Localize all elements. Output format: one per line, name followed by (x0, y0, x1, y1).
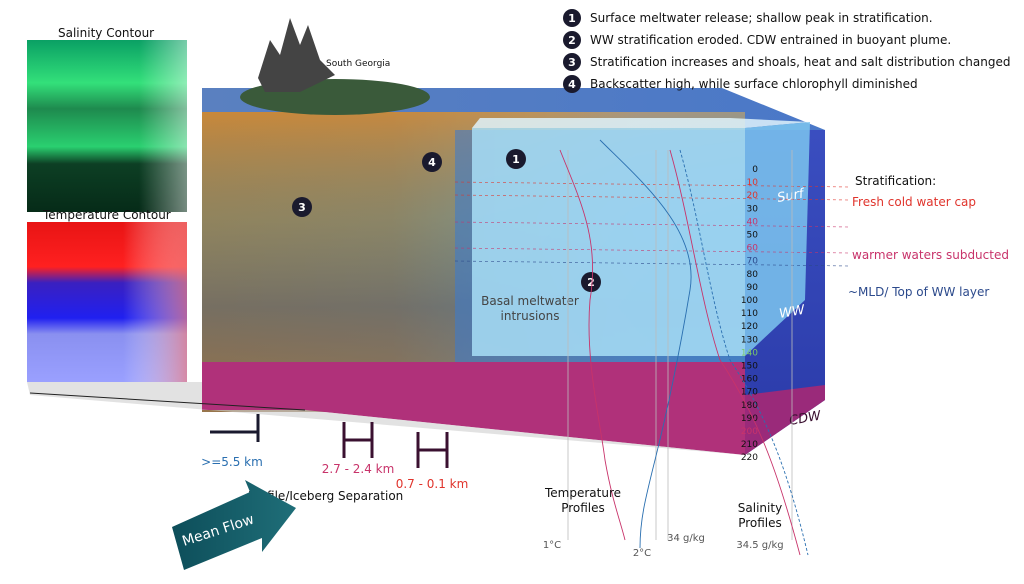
layer-label: Surf (776, 186, 807, 206)
depth-scale: 0 10 20 30 40 50 60 70 80 90 100 110 120 130 140 150 160… (454, 165, 851, 463)
depth-tick-label: 80 (747, 270, 759, 280)
salinity-contour-fade (27, 40, 187, 212)
depth-tick-label: 210 (741, 440, 758, 450)
separation-label: 0.7 - 0.1 km (396, 477, 469, 491)
process-marker-badge (422, 152, 442, 172)
legend-text: Backscatter high, while surface chloroph… (590, 77, 918, 91)
legend-number: 3 (568, 56, 576, 69)
depth-tick-label: 40 (747, 217, 759, 227)
depth-tick-label: 30 (747, 204, 759, 214)
separation-label: 2.7 - 2.4 km (322, 462, 395, 476)
profile-lines (559, 139, 809, 556)
box-base-shadow (27, 382, 745, 455)
process-marker-badge (506, 149, 526, 169)
depth-tick-label: 90 (747, 283, 759, 293)
depth-tick-label: 200 (741, 427, 758, 437)
salinity-profiles-line: Salinity (738, 501, 782, 515)
layer-label: WW (778, 303, 807, 322)
separation-bars: >=5.5 km 2.7 - 2.4 km0.7 - 0.1 km (201, 414, 468, 491)
salinity-profiles-line: Profiles (738, 516, 782, 530)
depth-tick-label: 140 (741, 348, 758, 358)
legend-number: 4 (568, 78, 576, 91)
temperature-profiles-line: Temperature (544, 486, 621, 500)
depth-tick-label: 10 (747, 178, 759, 188)
depth-tick-label: 170 (741, 388, 758, 398)
legend-text: Stratification increases and shoals, hea… (590, 55, 1010, 69)
temperature-profile-curve (559, 149, 626, 541)
mean-flow-arrow (172, 480, 296, 570)
salinity-contour-title: Salinity Contour (58, 26, 154, 40)
process-marker-badge (292, 197, 312, 217)
legend-badge (563, 31, 581, 49)
process-marker-number: 2 (587, 276, 595, 289)
depth-tick-label: 100 (741, 296, 758, 306)
depth-tick-label: 0 (752, 165, 758, 175)
profile-tick-label: 34.5 g/kg (736, 540, 783, 551)
legend-badge (563, 75, 581, 93)
legend-text: Surface meltwater release; shallow peak … (590, 11, 933, 25)
process-marker-badge (581, 272, 601, 292)
legend-badge (563, 53, 581, 71)
profile-tick-label: 34 g/kg (667, 533, 705, 544)
depth-tick-label: 220 (741, 453, 758, 463)
iceberg-top (472, 118, 810, 128)
stratification-label: warmer waters subducted (852, 248, 1009, 262)
layer-label: CDW (788, 408, 823, 429)
basal-label-line: intrusions (501, 309, 560, 323)
depth-tick-label: 120 (741, 322, 758, 332)
separation-title: Profile/Iceberg Separation (248, 489, 403, 503)
cdw-right-face (745, 385, 825, 455)
legend-text: WW stratification eroded. CDW entrained … (590, 33, 951, 47)
depth-tick-label: 130 (741, 335, 758, 345)
depth-tick-label: 180 (741, 401, 758, 411)
depth-tick-label: 160 (741, 375, 758, 385)
process-marker-number: 3 (298, 201, 306, 214)
legend: 1 Surface meltwater release; shallow peak… (563, 9, 1010, 93)
depth-tick-label: 110 (741, 309, 758, 319)
depth-tick-label: 150 (741, 362, 758, 372)
stratification-label: Fresh cold water cap (852, 195, 976, 209)
depth-tick-label: 50 (747, 231, 759, 241)
profile-tick-label: 1°C (543, 540, 561, 551)
legend-number: 2 (568, 34, 576, 47)
salinity-profile-curve (669, 149, 801, 556)
depth-tick-label: 190 (741, 414, 758, 424)
stratification-labels: Fresh cold water cap warmer waters subduc… (848, 195, 1009, 299)
stratification-label: ~MLD/ Top of WW layer (848, 285, 989, 299)
stratification-title: Stratification: (855, 174, 936, 188)
base-line (29, 392, 306, 411)
separation-label: >=5.5 km (201, 455, 263, 469)
temperature-profile-curve (599, 139, 692, 549)
legend-badge (563, 9, 581, 27)
island-label: South Georgia (326, 59, 390, 69)
process-marker-number: 4 (428, 156, 436, 169)
depth-tick-label: 70 (747, 257, 759, 267)
temperature-profiles-line: Profiles (561, 501, 605, 515)
depth-tick-label: 20 (747, 191, 759, 201)
temperature-contour-title: Temperature Contour (42, 208, 171, 222)
profile-tick-label: 2°C (633, 548, 651, 559)
temperature-contour-fade (27, 222, 187, 382)
island-mountain (258, 18, 335, 92)
depth-tick-label: 60 (747, 244, 759, 254)
cdw-layer (202, 362, 745, 455)
process-markers: 1 2 3 4 (292, 149, 601, 292)
basal-label-line: Basal meltwater (481, 294, 579, 308)
salinity-profile-curve (679, 149, 809, 556)
iceberg-side (745, 122, 810, 356)
process-marker-number: 1 (512, 153, 520, 166)
legend-number: 1 (568, 12, 576, 25)
